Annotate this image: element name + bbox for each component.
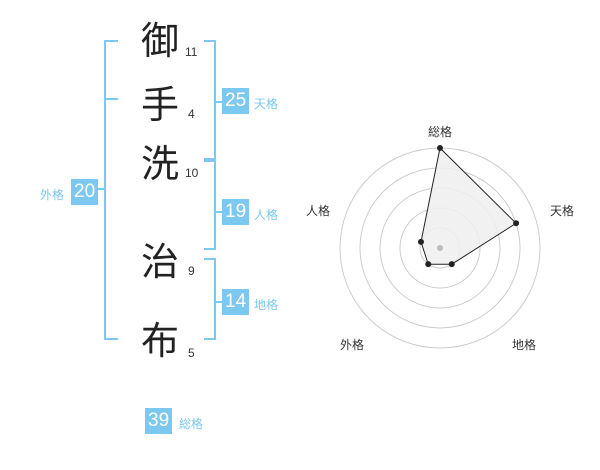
gaikaku-label: 外格 [40, 188, 65, 202]
jinkaku-label: 人格 [254, 208, 279, 222]
radar-area [420, 146, 517, 265]
tenkaku-bracket [204, 40, 216, 160]
radar-point [425, 261, 432, 268]
radar-center-dot [437, 245, 443, 251]
kanji-2: 手 [140, 83, 179, 127]
kanji-4: 治 [140, 240, 179, 284]
tenkaku-bracket-tick [216, 101, 224, 103]
radar-label-tenkaku: 天格 [550, 204, 575, 218]
chikaku-bracket [204, 258, 216, 340]
stroke-count-2: 4 [188, 107, 195, 121]
kanji-1: 御 [140, 19, 179, 63]
radar-label-gaikaku: 外格 [340, 338, 365, 352]
tenkaku-value: 25 [222, 88, 250, 114]
jinkaku-bracket-tick [216, 211, 224, 213]
radar-point [448, 261, 455, 268]
gaikaku-value: 20 [71, 179, 99, 205]
kanji-3: 洗 [140, 142, 179, 186]
radar-point [417, 238, 424, 245]
gaikaku-bracket [104, 40, 118, 340]
radar-point [513, 220, 520, 227]
stroke-count-1: 11 [185, 45, 198, 59]
jinkaku-bracket [204, 160, 216, 250]
chikaku-label: 地格 [254, 298, 279, 312]
soukaku-label: 総格 [179, 417, 204, 431]
kanji-5: 布 [140, 319, 179, 363]
jinkaku-value: 19 [222, 199, 250, 225]
radar-label-chikaku: 地格 [512, 338, 537, 352]
radar-label-soukaku: 総格 [428, 125, 453, 139]
stroke-count-5: 5 [188, 346, 195, 360]
soukaku-value: 39 [145, 408, 173, 434]
stroke-count-3: 10 [185, 166, 199, 180]
stroke-count-4: 9 [188, 264, 195, 278]
radar-point [437, 145, 443, 151]
gaikaku-bracket-tick [104, 98, 118, 100]
tenkaku-label: 天格 [254, 97, 279, 111]
gaikaku-bracket-tick [98, 188, 106, 190]
radar-label-jinkaku: 人格 [306, 204, 331, 218]
chikaku-bracket-tick [216, 301, 224, 303]
chikaku-value: 14 [222, 289, 250, 315]
